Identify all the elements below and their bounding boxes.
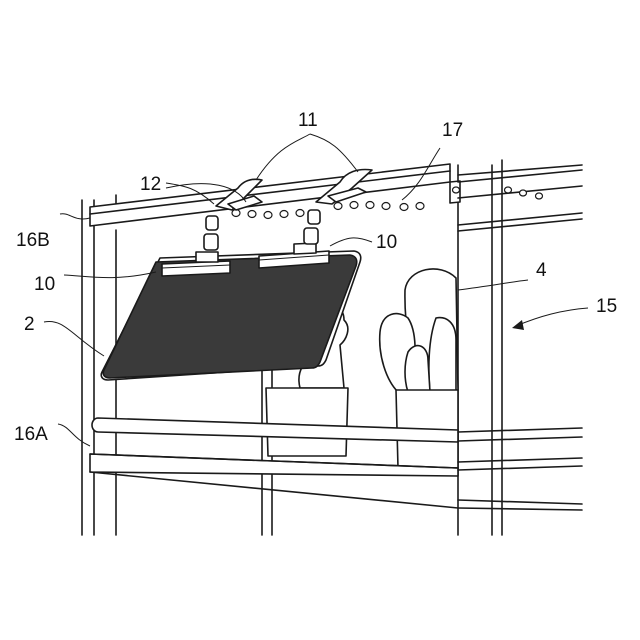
- label-panel: 2: [24, 314, 35, 335]
- label-plant: 4: [536, 260, 547, 281]
- label-hanger-right: 10: [376, 232, 397, 253]
- label-chain-link: 12: [140, 174, 161, 195]
- label-rack: 15: [596, 296, 617, 317]
- lower-rail: [90, 418, 582, 510]
- rack-arrow-icon: [512, 320, 524, 330]
- label-hanger-left: 10: [34, 274, 55, 295]
- hanger-right: [259, 243, 329, 268]
- label-hanging-holes: 17: [442, 120, 463, 141]
- rack-right-posts: [458, 160, 502, 535]
- label-lower-rail: 16A: [14, 424, 48, 445]
- label-clip: 11: [298, 110, 318, 131]
- label-upper-rail: 16B: [16, 230, 50, 251]
- panel: [101, 251, 361, 380]
